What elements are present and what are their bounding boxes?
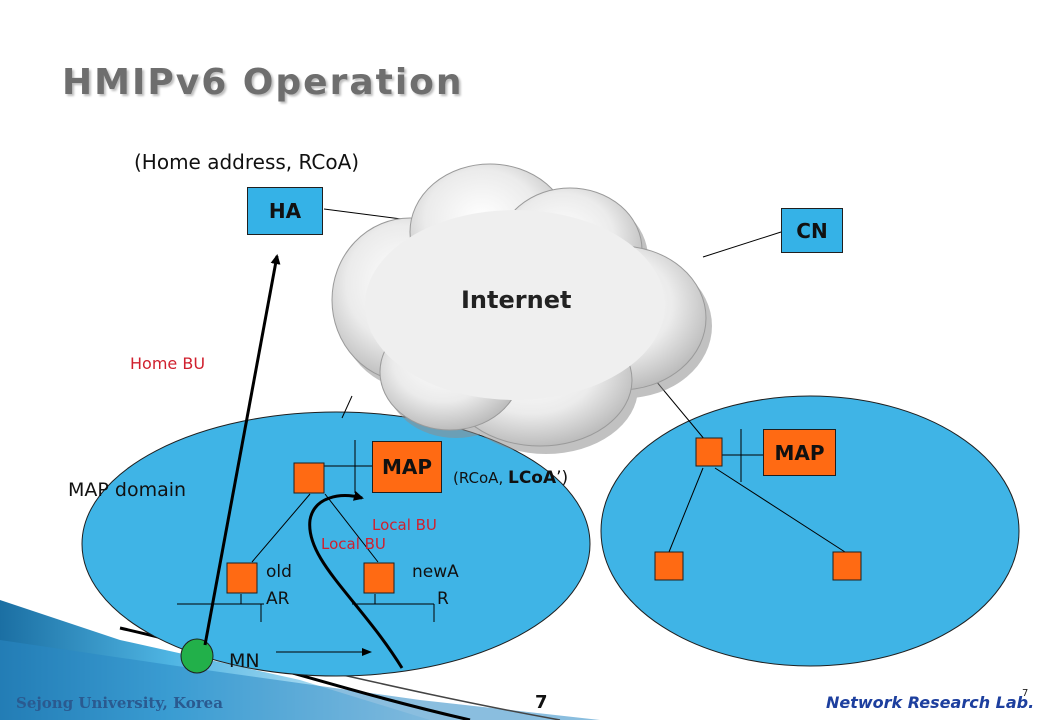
slide-title: HMIPv6 Operation (62, 62, 464, 103)
map-domain-label: MAP domain (68, 479, 187, 501)
home-bu-arrow (203, 254, 281, 646)
map-binding-prefix: (RCoA, (453, 469, 504, 487)
old-ar-router (226, 562, 258, 594)
old-ar-label-line2: AR (266, 589, 290, 609)
link-cn-internet (702, 231, 782, 258)
map-box-left: MAP (372, 441, 442, 493)
right-ar-router-1 (654, 551, 684, 581)
link-internet-right-map (655, 380, 706, 441)
ha-box: HA (247, 187, 323, 235)
right-ar-router-2 (832, 551, 862, 581)
page-number-small: 7 (1022, 688, 1029, 699)
cn-box: CN (781, 208, 843, 253)
link-internet-left-map (341, 395, 353, 419)
footer-lab: Network Research Lab. (826, 693, 1035, 712)
home-bu-label: Home BU (130, 354, 206, 373)
new-ar-label-line1: newA (412, 562, 459, 582)
mobile-node (180, 638, 214, 674)
internet-cloud (331, 163, 712, 454)
page-number: 7 (535, 692, 548, 713)
footer-university: Sejong University, Korea (16, 694, 223, 712)
right-map-router (695, 437, 723, 467)
left-map-router (293, 462, 325, 494)
map-binding-lcoa: LCoA (508, 468, 557, 488)
map-binding-suffix: ’) (556, 468, 569, 488)
old-ar-label-line1: old (266, 562, 292, 582)
map-domain-left (81, 411, 591, 677)
new-ar-label-line2: R (437, 589, 449, 609)
mn-label: MN (229, 650, 260, 672)
internet-label: Internet (461, 286, 572, 314)
map-box-right: MAP (763, 429, 836, 476)
new-ar-router (363, 562, 395, 594)
local-bu-arrow (308, 491, 404, 669)
left-domain-links (177, 440, 435, 622)
local-bu-label-2: Local BU (321, 535, 386, 553)
ha-binding-label: (Home address, RCoA) (134, 150, 360, 174)
map-binding-label: (RCoA, LCoA’) (453, 468, 568, 488)
right-domain-links (668, 429, 846, 553)
local-bu-label-1: Local BU (372, 516, 437, 534)
